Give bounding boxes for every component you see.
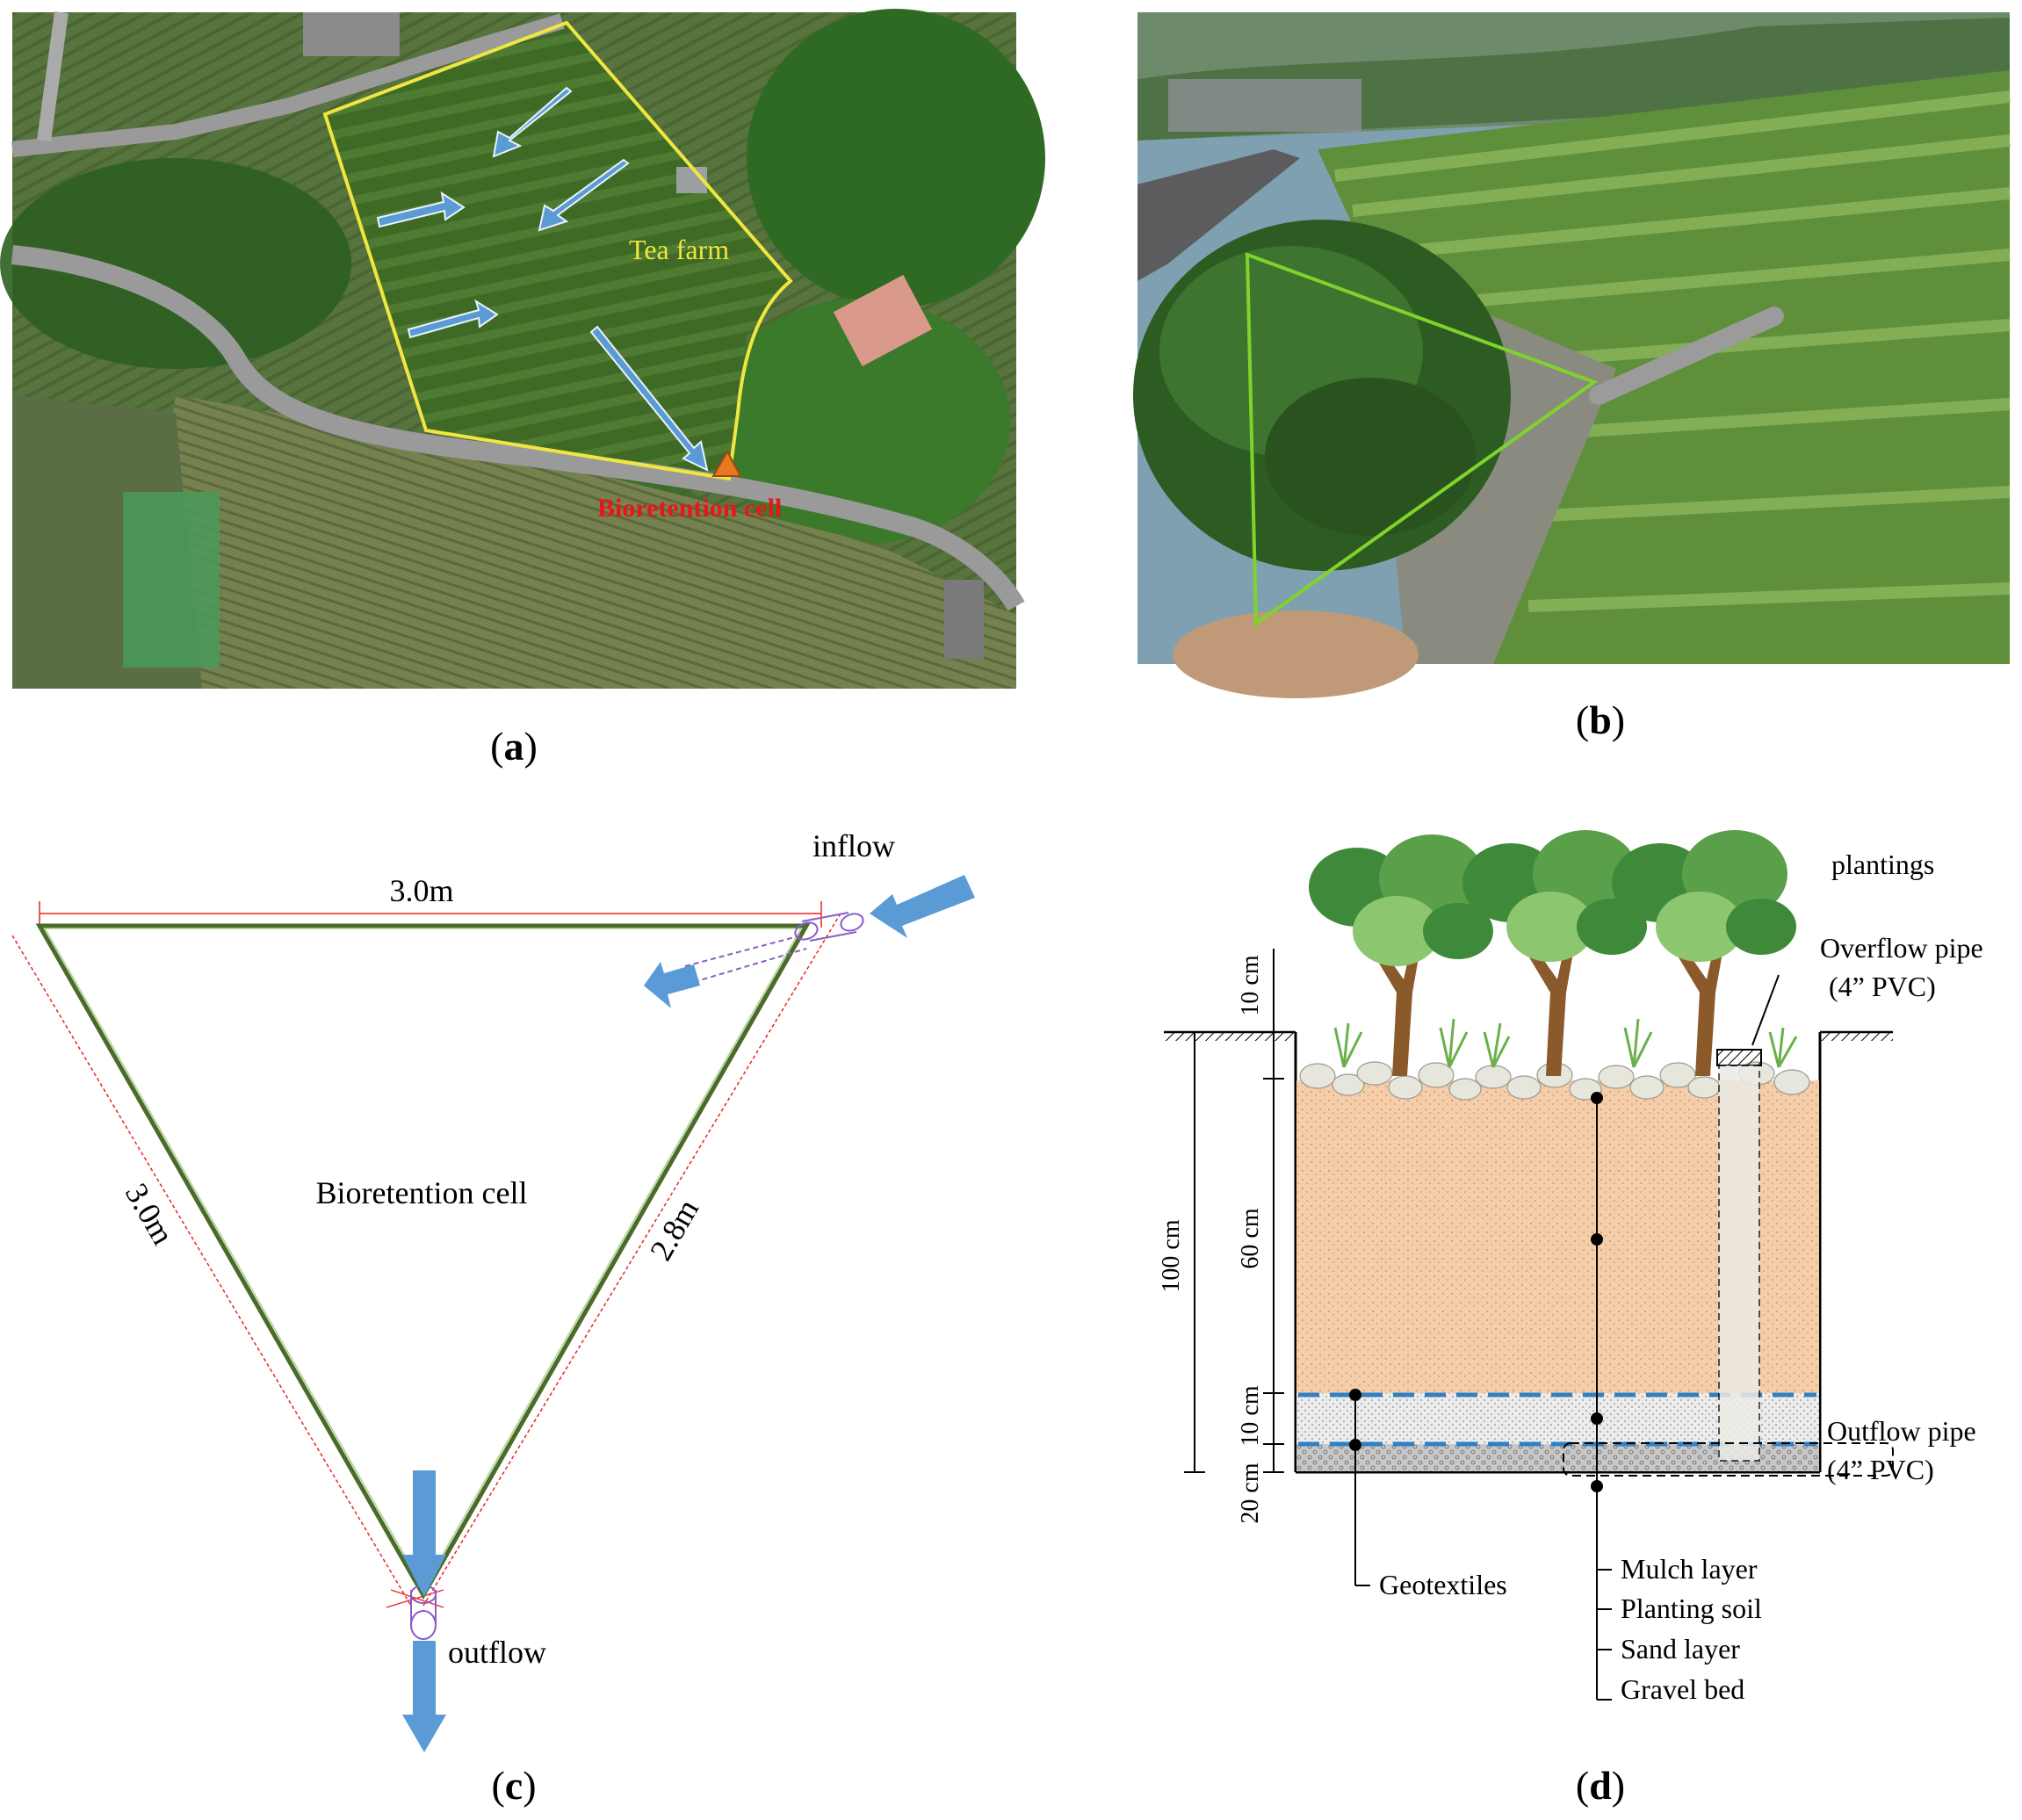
- right-side-length: 2.8m: [643, 1193, 705, 1266]
- bioretention-center-label: Bioretention cell: [316, 1175, 528, 1210]
- outflow-label: outflow: [448, 1635, 546, 1670]
- dim-100cm: 100 cm: [1158, 1219, 1185, 1292]
- layer-label: Mulch layer: [1621, 1553, 1758, 1585]
- caption-c: (c): [491, 1763, 536, 1808]
- tree-planting: [1462, 830, 1647, 1076]
- overflow-pipe-size: (4” PVC): [1829, 971, 1936, 1002]
- overflow-pipe-label: Overflow pipe: [1820, 932, 1983, 964]
- tea-farm-boundary: [322, 20, 793, 481]
- panel-a-flow-arrows: [376, 86, 709, 472]
- caption-d: (d): [1576, 1763, 1625, 1808]
- dim-60cm: 60 cm: [1237, 1208, 1264, 1268]
- flow-arrow: [492, 86, 573, 158]
- layer-label: Gravel bed: [1621, 1673, 1744, 1705]
- dimension-line-right: [422, 913, 841, 1607]
- left-side-length: 3.0m: [119, 1177, 181, 1250]
- tree-planting: [1612, 830, 1796, 1076]
- layer-label: Sand layer: [1621, 1633, 1740, 1665]
- bioretention-location-marker: [711, 449, 742, 477]
- bioretention-triangle: [35, 923, 811, 1600]
- dim-20cm: 20 cm: [1237, 1462, 1264, 1523]
- bioretention-cell-label: Bioretention cell: [597, 494, 782, 523]
- panel-b-site-photo: [1133, 12, 2011, 698]
- caption-b: (b): [1576, 697, 1625, 742]
- caption-a: (a): [490, 724, 538, 769]
- dimension-line-left: [11, 935, 412, 1607]
- geotextiles-label: Geotextiles: [1379, 1569, 1507, 1600]
- overflow-pipe: [1718, 1065, 1760, 1462]
- outflow-pipe-label: Outflow pipe: [1827, 1415, 1976, 1447]
- outflow-pipe-size: (4” PVC): [1827, 1454, 1934, 1485]
- dim-10cm-sand: 10 cm: [1237, 1385, 1264, 1446]
- panel-c-plan-view: [11, 875, 975, 1752]
- grass-tufts: [1333, 1018, 1798, 1068]
- dimension-lines: [1184, 949, 1780, 1473]
- bioretention-outline: [1245, 252, 1599, 627]
- flow-arrow: [538, 158, 630, 232]
- inflow-arrow: [870, 875, 975, 938]
- flow-arrow: [376, 191, 466, 228]
- panel-d-cross-section: [1164, 830, 1894, 1701]
- tea-farm-label: Tea farm: [629, 234, 729, 265]
- top-side-length: 3.0m: [389, 873, 453, 908]
- flow-arrow: [407, 299, 499, 339]
- inflow-pipe: [684, 912, 864, 983]
- panel-a-aerial-photo: [0, 9, 1045, 689]
- tree-planting: [1309, 834, 1493, 1076]
- outflow-arrow-out: [413, 1641, 436, 1720]
- plantings-label: plantings: [1831, 849, 1934, 880]
- dim-10cm-top: 10 cm: [1237, 955, 1264, 1015]
- overflow-pipe-cap: [1716, 1049, 1762, 1066]
- outflow-pipe-d: [1563, 1442, 1894, 1477]
- outflow-arrow-in: [413, 1470, 436, 1558]
- flow-direction-arrow: [644, 962, 700, 1008]
- flow-arrow: [589, 325, 709, 472]
- layer-label: Planting soil: [1621, 1592, 1762, 1624]
- inflow-label: inflow: [812, 828, 895, 863]
